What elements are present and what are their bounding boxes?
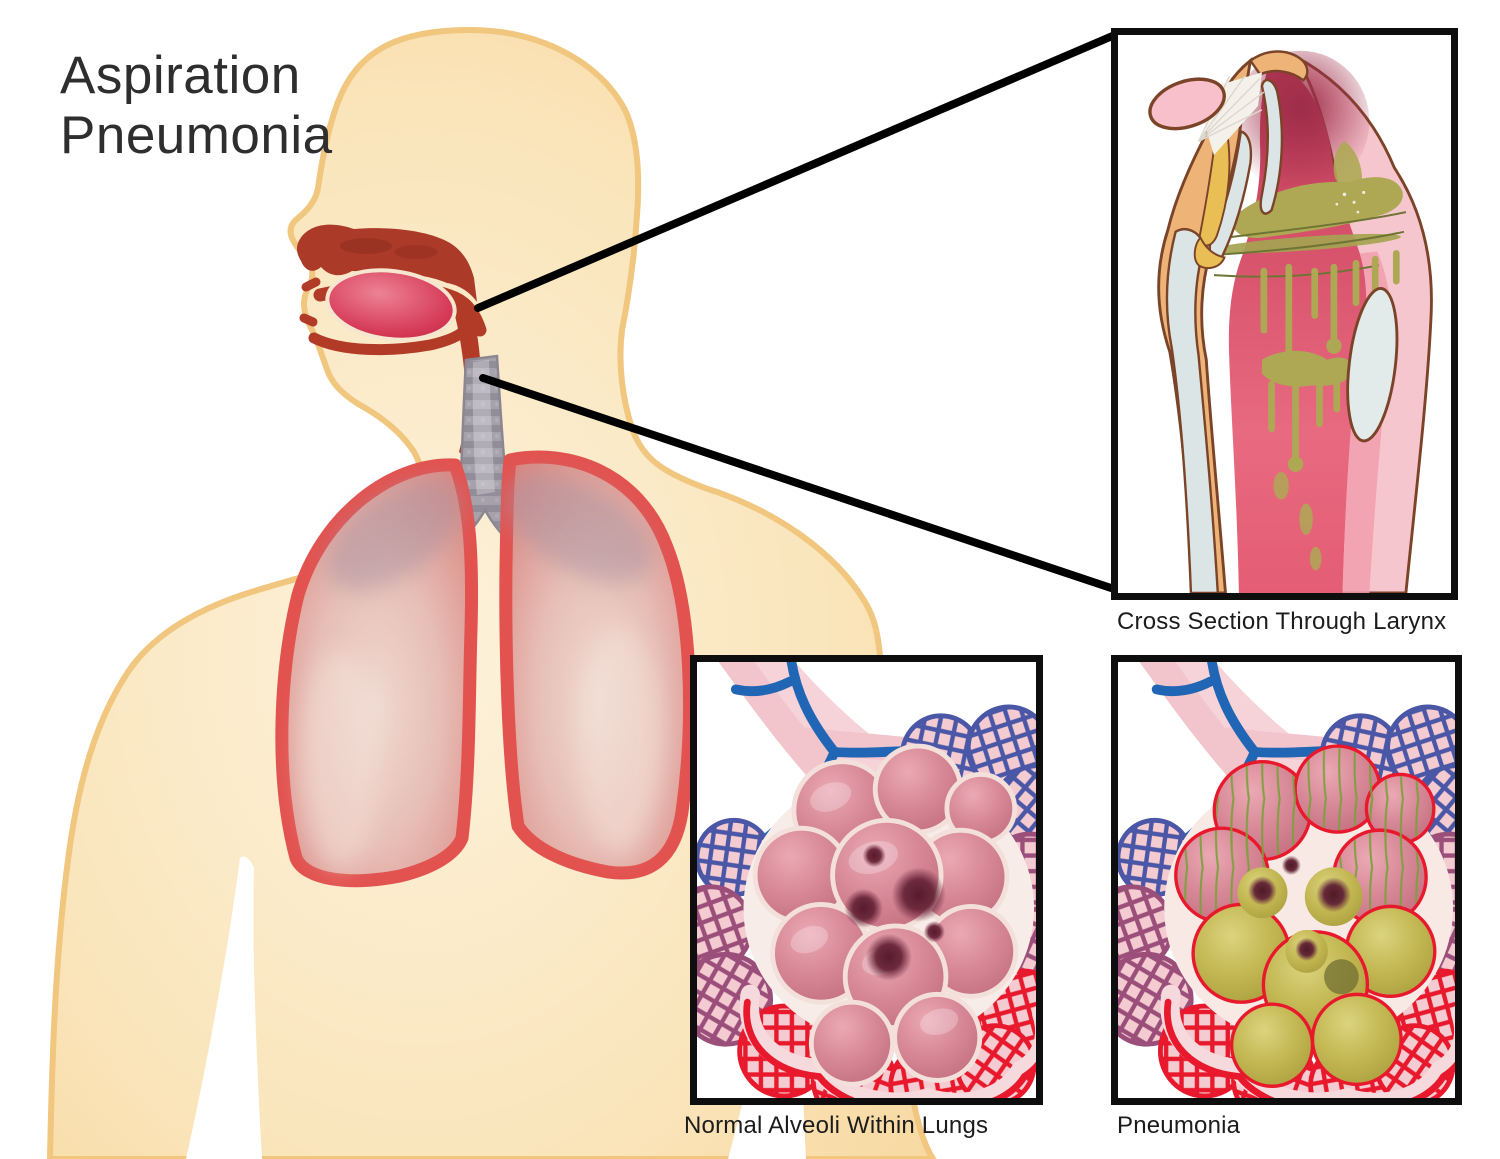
normal-alveoli-figure [697,662,1036,1098]
left-arm-gap [186,856,262,1159]
aspirated-material [1206,141,1407,571]
alveoli-dark-spots [844,843,946,981]
cartilage-oval [1346,286,1399,443]
tongue [325,268,457,342]
connector-line-bottom [479,374,1121,594]
infected-alveoli-cluster [1164,744,1454,1088]
epiglottis-knob [1148,77,1226,131]
page-title-line1: Aspiration [60,46,301,105]
connector-lines [474,30,1121,594]
nasal-cavity [296,224,477,302]
capillary-scallop [739,984,1036,1098]
connector-line-top [474,30,1121,312]
pneumonia-figure [1118,662,1455,1098]
page-title-line2: Pneumonia [60,106,333,166]
larynx-inset-box [1111,28,1458,600]
larynx-cross-section [1148,50,1433,593]
normal-alveoli-inset-box [690,655,1043,1105]
pneumonia-caption: Pneumonia [1117,1112,1241,1139]
lower-jaw-line [308,324,471,356]
consolidation-spots [1237,855,1363,995]
capillary-scallop [1160,984,1455,1098]
pneumonia-inset-box [1111,655,1462,1105]
normal-alveoli-caption: Normal Alveoli Within Lungs [684,1112,989,1139]
larynx-caption: Cross Section Through Larynx [1117,608,1447,635]
page-title: Aspiration Pneumonia [60,46,333,167]
lungs [275,450,696,888]
alveoli-cluster [743,743,1035,1087]
